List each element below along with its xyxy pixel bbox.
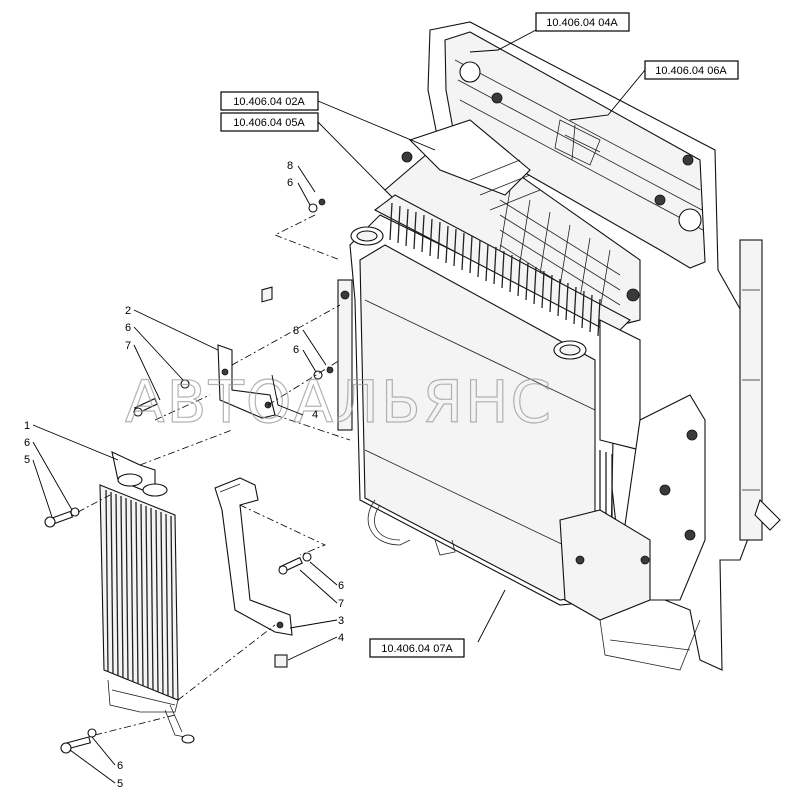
bolt-7a bbox=[133, 397, 158, 417]
charge-air-cooler bbox=[384, 119, 641, 331]
leader-lines bbox=[32, 29, 646, 784]
callout-6b: 6 bbox=[125, 322, 131, 334]
ref-label-04: 10.406.04 04A bbox=[546, 17, 618, 29]
radiator-top-fins bbox=[389, 202, 601, 337]
lower-hoses bbox=[367, 499, 456, 556]
bolt-5a bbox=[44, 510, 74, 528]
oil-cooler-fins bbox=[105, 489, 174, 699]
ref-box-04: 10.406.04 04A bbox=[535, 12, 630, 32]
radiator-core bbox=[337, 194, 641, 606]
callout-6e: 6 bbox=[338, 580, 344, 592]
callout-8a: 8 bbox=[287, 160, 293, 172]
ref-box-06: 10.406.04 06A bbox=[644, 60, 739, 80]
callout-6f: 6 bbox=[117, 760, 123, 772]
washer-6f bbox=[87, 728, 97, 738]
washer-6d bbox=[70, 507, 80, 517]
bolt-5b bbox=[60, 736, 92, 754]
callout-6a: 6 bbox=[287, 177, 293, 189]
fasteners bbox=[44, 198, 334, 754]
callout-6c: 6 bbox=[293, 344, 299, 356]
callout-5b: 5 bbox=[117, 778, 123, 790]
assembly-lines bbox=[77, 214, 351, 736]
washer-6a bbox=[308, 203, 318, 213]
oil-cooler bbox=[99, 451, 195, 744]
bolt-7b bbox=[278, 556, 303, 575]
ref-box-02: 10.406.04 02A bbox=[220, 91, 319, 111]
nut-4b bbox=[274, 654, 288, 668]
callout-7b: 7 bbox=[338, 598, 344, 610]
ref-label-02: 10.406.04 02A bbox=[233, 96, 305, 108]
nut-8a bbox=[318, 198, 326, 206]
callout-4b: 4 bbox=[338, 632, 344, 644]
nut-4a bbox=[261, 286, 273, 303]
callout-8b: 8 bbox=[293, 325, 299, 337]
callout-1: 1 bbox=[24, 420, 30, 432]
callout-2: 2 bbox=[125, 305, 131, 317]
watermark-text: АВТОАЛЬЯНС bbox=[125, 368, 553, 436]
callout-5a: 5 bbox=[24, 454, 30, 466]
cooler-core-grid bbox=[499, 189, 621, 319]
callout-7a: 7 bbox=[125, 340, 131, 352]
bracket-3 bbox=[214, 477, 293, 636]
ref-label-06: 10.406.04 06A bbox=[655, 65, 727, 77]
callout-6d: 6 bbox=[24, 437, 30, 449]
washer-6c bbox=[313, 370, 323, 380]
radiator-filler-neck bbox=[350, 226, 587, 360]
side-support-bracket bbox=[559, 394, 781, 671]
ref-box-05: 10.406.04 05A bbox=[220, 112, 319, 132]
nut-8b bbox=[326, 366, 334, 374]
ref-label-07: 10.406.04 07A bbox=[381, 643, 453, 655]
washer-6e bbox=[302, 552, 312, 562]
callout-4a: 4 bbox=[312, 409, 318, 421]
ref-label-05: 10.406.04 05A bbox=[233, 117, 305, 129]
ref-box-07: 10.406.04 07A bbox=[369, 638, 465, 658]
callout-3: 3 bbox=[338, 615, 344, 627]
washer-6b bbox=[180, 379, 190, 389]
callout-numbers: 8 6 2 6 7 8 6 4 1 6 5 6 7 3 4 6 5 bbox=[24, 160, 344, 790]
